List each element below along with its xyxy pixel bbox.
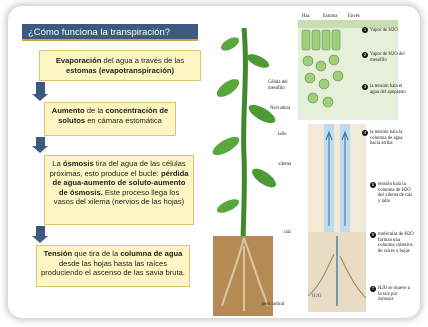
callout-text: Vapor de H2O: [370, 28, 398, 33]
callout-number: 6: [370, 232, 376, 238]
callout-text: la tensión hala la columna de agua hacia…: [370, 130, 403, 146]
flow-arrow-1: [32, 82, 48, 101]
label-estoma: Estoma: [323, 14, 338, 19]
callout-number: 5: [370, 182, 376, 188]
label-water: H2O: [312, 294, 322, 299]
step1-mid: del agua a través de las: [101, 56, 185, 65]
label-tallo: tallo: [278, 132, 287, 137]
step4-mid: que tira de la: [72, 249, 121, 258]
label-haz: Haz: [302, 14, 310, 19]
step-box-solutes: Aumento de la concentración de solutos e…: [44, 102, 176, 136]
callout-text: moléculas de H2O forman una columna cohe…: [378, 232, 414, 254]
callout-text: tensión hala la columna de H2O del xilem…: [378, 182, 413, 204]
label-pelo-radical: pelo radical: [262, 302, 285, 307]
callout-number: 1: [362, 27, 368, 33]
flow-arrow-3: [32, 226, 48, 243]
step-box-evaporation: Evaporación del agua a través de las est…: [39, 50, 201, 81]
slide-frame: ¿Cómo funciona la transpiración? Evapora…: [8, 6, 420, 318]
callout-text: H2O se mueve a la raíz por ósmosis: [378, 286, 410, 302]
step4-post: desde las hojas hasta las raíces produci…: [41, 258, 185, 278]
label-raiz: raíz: [284, 230, 292, 235]
callout-number: 7: [370, 286, 376, 292]
flow-arrow-2: [32, 137, 48, 153]
callout-number: 4: [362, 130, 368, 136]
step3-pre: La: [52, 159, 63, 168]
step4-bold: Tensión: [43, 249, 73, 258]
step1-bold2: estomas (evapotranspiración): [65, 65, 175, 75]
step2-post: en cámara estomática: [85, 115, 162, 125]
step2-mid: de la: [84, 106, 106, 115]
step4-bold2: columna de agua: [120, 249, 183, 258]
step2-bold: Aumento: [51, 106, 85, 115]
callout-number: 3: [362, 84, 368, 90]
callout-text: Vapor de H2O del mesófilo: [370, 52, 405, 63]
callout-number: 2: [362, 52, 368, 58]
slide-title: ¿Cómo funciona la transpiración?: [22, 24, 198, 41]
label-enves: Envés: [348, 14, 360, 19]
step-box-osmosis: La ósmosis tira del agua de las células …: [44, 155, 194, 225]
label-mesophyll-cell: Célula del mesófilo: [268, 80, 288, 91]
label-xilema: xilema: [278, 162, 292, 167]
step3-mid: tira del agua de las células próximas, e…: [49, 159, 186, 178]
step3-post: Este proceso llega los vasos del xilema …: [53, 187, 185, 207]
step1-bold: Evaporación: [55, 56, 102, 65]
transpiration-diagram: [212, 20, 398, 316]
step2-bold2: concentración de solutos: [58, 106, 169, 125]
step3-bold: ósmosis: [62, 159, 94, 168]
step3-bold2: pérdida de agua-aumento de soluto-aument…: [52, 168, 189, 197]
label-nervadura: Nervadura: [270, 106, 291, 111]
step-box-tension: Tensión que tira de la columna de agua d…: [36, 245, 190, 287]
callout-text: la tensión hala el agua del apoplasto: [370, 84, 406, 95]
